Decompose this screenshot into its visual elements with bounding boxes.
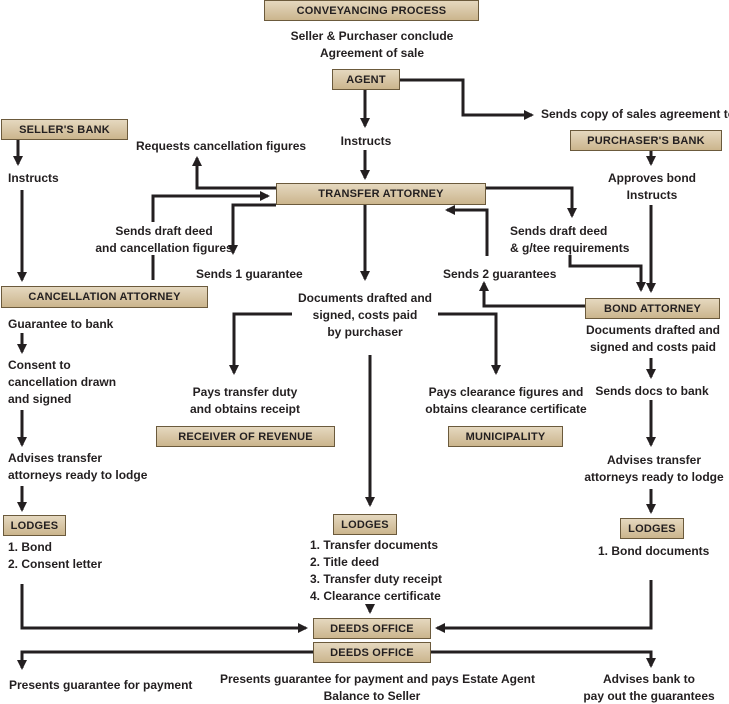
sends-1-guarantee-text: Sends 1 guarantee bbox=[196, 267, 303, 281]
purchasers-bank-box: PURCHASER'S BANK bbox=[570, 130, 722, 151]
arrow-transfer-attorney-to-sends-1 bbox=[228, 203, 276, 255]
arrow-transfer-attorney-to-requests bbox=[192, 156, 276, 190]
arrow-sends-2-to-transfer-attorney bbox=[445, 205, 489, 256]
deeds-office-box-top: DEEDS OFFICE bbox=[313, 618, 431, 639]
bond-attorney-box: BOND ATTORNEY bbox=[585, 298, 720, 319]
cancellation-attorney-box: CANCELLATION ATTORNEY bbox=[1, 286, 208, 308]
presents-guarantee-left-text: Presents guarantee for payment bbox=[9, 678, 193, 692]
presents-guarantee-center-text: Presents guarantee for payment and pays … bbox=[220, 672, 535, 703]
sends-copy-text: Sends copy of sales agreement to bbox=[541, 107, 729, 121]
lodges-box-left: LODGES bbox=[3, 515, 66, 536]
lodges-box-center: LODGES bbox=[333, 514, 397, 535]
instructs-left-text: Instructs bbox=[8, 171, 59, 185]
instructs-center-text: Instructs bbox=[340, 134, 392, 148]
arrow-draft-deed-cancel-link bbox=[151, 196, 268, 280]
draft-deed-gtee-text: Sends draft deed& g/tee requirements bbox=[510, 224, 630, 255]
arrow-lodges-right-to-deeds bbox=[435, 580, 653, 633]
agent-box: AGENT bbox=[332, 69, 400, 90]
requests-cancellation-text: Requests cancellation figures bbox=[136, 139, 307, 153]
arrow-deeds-to-presents-left bbox=[17, 650, 313, 670]
arrow-agent-to-purchasers-bank bbox=[400, 78, 534, 120]
arrow-documents-to-pays-clearance bbox=[438, 312, 501, 375]
arrow-documents-to-pays-transfer bbox=[229, 312, 292, 375]
deeds-office-box-bottom: DEEDS OFFICE bbox=[313, 642, 431, 663]
arrow-lodges-left-to-deeds bbox=[20, 584, 308, 633]
sends-2-guarantees-text: Sends 2 guarantees bbox=[443, 267, 557, 281]
sellers-bank-box: SELLER'S BANK bbox=[1, 119, 128, 140]
sends-docs-to-bank-text: Sends docs to bank bbox=[595, 384, 709, 398]
lodges-box-right: LODGES bbox=[620, 518, 684, 539]
arrow-deeds-to-advises-bank bbox=[431, 650, 656, 668]
arrow-transfer-attorney-to-draft-deed-gtee bbox=[486, 186, 577, 218]
municipality-box: MUNICIPALITY bbox=[448, 426, 563, 447]
arrow-bond-attorney-to-sends-2 bbox=[479, 281, 585, 308]
receiver-of-revenue-box: RECEIVER OF REVENUE bbox=[156, 426, 335, 447]
arrow-gtee-requirements-to-bond-attorney bbox=[568, 255, 646, 292]
lodges-right-list: 1. Bond documents bbox=[598, 544, 710, 558]
conveyancing-process-box: CONVEYANCING PROCESS bbox=[264, 0, 479, 21]
transfer-attorney-box: TRANSFER ATTORNEY bbox=[276, 183, 486, 205]
guarantee-to-bank-text: Guarantee to bank bbox=[8, 317, 114, 331]
